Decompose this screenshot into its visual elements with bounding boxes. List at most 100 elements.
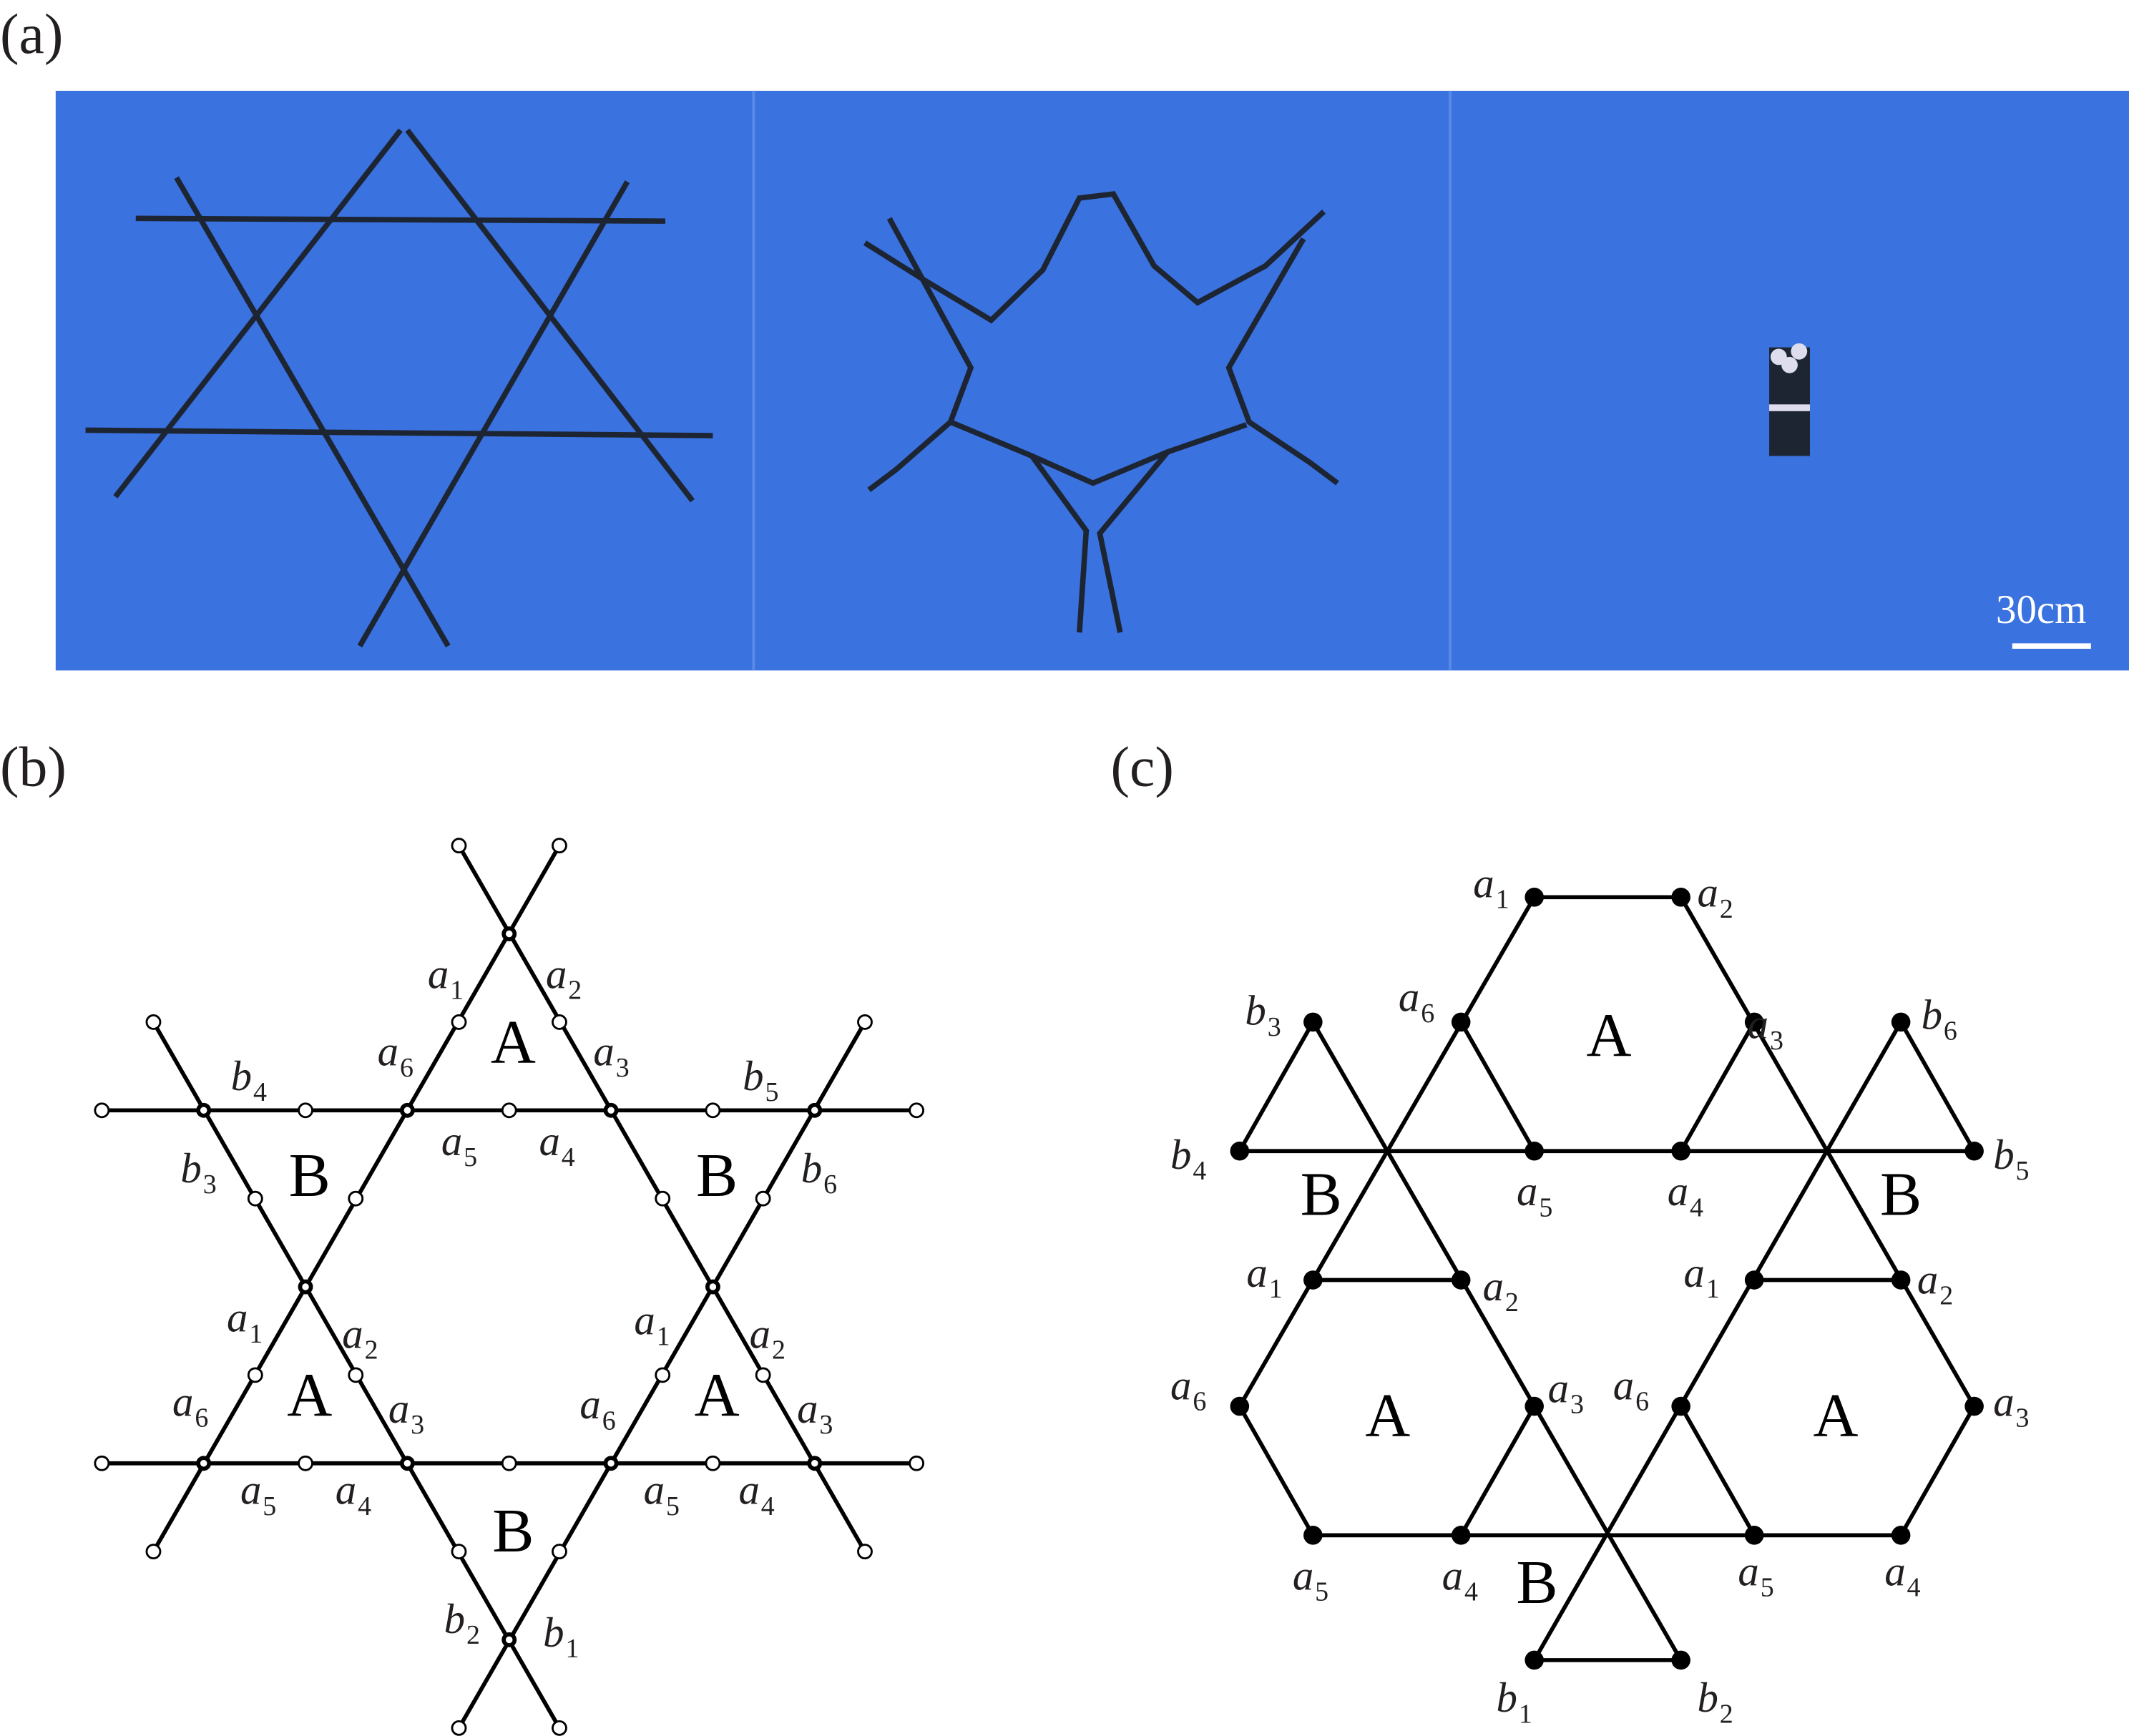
panel-b-label: a2 [750, 1310, 785, 1365]
panel-c-label: a4 [1668, 1168, 1703, 1222]
vertex-node [1451, 1526, 1471, 1545]
open-node [552, 838, 567, 854]
open-node [298, 1102, 313, 1119]
panel-c-label: B [1880, 1159, 1922, 1228]
panel-c-label: a1 [1683, 1250, 1719, 1304]
vertex-node [1671, 1650, 1690, 1670]
vertex-node [1451, 1270, 1471, 1290]
panel-b-label: a5 [240, 1467, 276, 1521]
open-node [552, 1720, 567, 1736]
hinge-joint [603, 1102, 619, 1118]
vertex-node [1964, 1141, 1984, 1161]
vertex-node [1744, 1270, 1764, 1290]
panel-b-label: a6 [378, 1029, 413, 1083]
vertex-node [1303, 1270, 1323, 1290]
open-node [755, 1190, 771, 1207]
photo-folding-star [863, 191, 1339, 633]
open-node [145, 1544, 162, 1560]
bar-line [1899, 1405, 1977, 1536]
panel-c-label: B [1516, 1547, 1557, 1617]
open-node [909, 1455, 925, 1471]
photo-flat-star [85, 128, 713, 648]
panel-b-label: a2 [546, 951, 582, 1005]
panel-b-label: a4 [738, 1467, 774, 1521]
open-node [247, 1190, 263, 1207]
open-node [451, 1720, 467, 1736]
open-node [348, 1367, 364, 1383]
panel-b-label: a5 [441, 1118, 477, 1172]
panel-b-label: a4 [539, 1118, 574, 1172]
panel-c-label: b1 [1497, 1674, 1532, 1729]
panel-c-label: a5 [1293, 1552, 1328, 1607]
panel-b-label: a3 [593, 1029, 629, 1083]
panel-a-label: (a) [0, 3, 63, 66]
open-node [94, 1455, 110, 1471]
open-node [298, 1455, 313, 1471]
open-node [755, 1367, 771, 1383]
hinge-joint [705, 1279, 720, 1295]
open-node [451, 838, 467, 854]
vertex-node [1524, 1141, 1544, 1161]
panel-c-label: a2 [1483, 1263, 1519, 1318]
panel-b-label: A [491, 1007, 536, 1077]
panel-c-label: a3 [1993, 1378, 2029, 1433]
panel-c-label: (c) [1111, 736, 1174, 799]
scale-bar-label: 30cm [1996, 587, 2086, 632]
panel-b-label: B [289, 1140, 331, 1210]
panel-c-label: a2 [1697, 870, 1733, 924]
open-node [655, 1190, 671, 1207]
panel-b-label: a6 [579, 1381, 615, 1436]
open-node [655, 1367, 671, 1383]
vertex-node [1744, 1526, 1764, 1545]
bar-line [1238, 1405, 1315, 1536]
panel-b-label: a4 [336, 1467, 371, 1521]
panel-b-label: b4 [231, 1053, 267, 1107]
hinge-joint [807, 1102, 823, 1118]
vertex-node [1303, 1526, 1323, 1545]
hinge-joint [196, 1456, 212, 1471]
panel-b-label: a3 [388, 1386, 424, 1440]
panel-c-label: b4 [1170, 1132, 1206, 1186]
vertex-node [1671, 1141, 1690, 1161]
panel-c-label: a1 [1473, 860, 1509, 914]
panel-c-label: a5 [1738, 1549, 1773, 1603]
panel-c-label: a6 [1170, 1363, 1206, 1417]
panel-c-label: a1 [1246, 1250, 1282, 1304]
panel-c-label: a5 [1517, 1168, 1552, 1222]
panel-c-label: a6 [1399, 974, 1434, 1029]
panel-c-label: b2 [1697, 1674, 1733, 1729]
photo-strip: 30cm [55, 90, 2129, 671]
panel-c-label: a3 [1548, 1365, 1584, 1419]
vertex-node [1671, 888, 1690, 907]
panel-b-label: A [287, 1360, 332, 1429]
panel-c-label: b6 [1922, 991, 1957, 1046]
panel-b-label: B [696, 1140, 738, 1210]
open-node [501, 1102, 517, 1119]
vertex-node [1671, 1396, 1690, 1416]
hinge-joint [298, 1279, 313, 1295]
panel-b-label: b3 [180, 1145, 216, 1200]
bar-line [1238, 1021, 1315, 1152]
open-node [857, 1014, 873, 1030]
panel-c-label: a2 [1917, 1257, 1953, 1311]
panel-b-label: a1 [227, 1295, 263, 1349]
hinge-joint [501, 926, 517, 941]
panel-b-label: A [695, 1360, 740, 1429]
panel-c-label: a6 [1613, 1363, 1649, 1417]
panel-b-label: a5 [644, 1467, 680, 1521]
vertex-node [1230, 1141, 1250, 1161]
panel-b-label: a2 [342, 1310, 378, 1365]
panel-b-label: a1 [634, 1297, 670, 1351]
bar-line [1311, 1021, 1683, 1662]
panel-c-label: A [1365, 1381, 1410, 1450]
bar-line [1459, 1405, 1537, 1536]
bar-line [1532, 1021, 1903, 1662]
hinge-joint [807, 1456, 823, 1471]
vertex-node [1524, 888, 1544, 907]
open-node [552, 1014, 567, 1030]
open-node [705, 1455, 721, 1471]
panel-c-label: b3 [1245, 988, 1281, 1042]
vertex-node [1964, 1396, 1984, 1416]
panel-c-label: A [1814, 1381, 1859, 1450]
